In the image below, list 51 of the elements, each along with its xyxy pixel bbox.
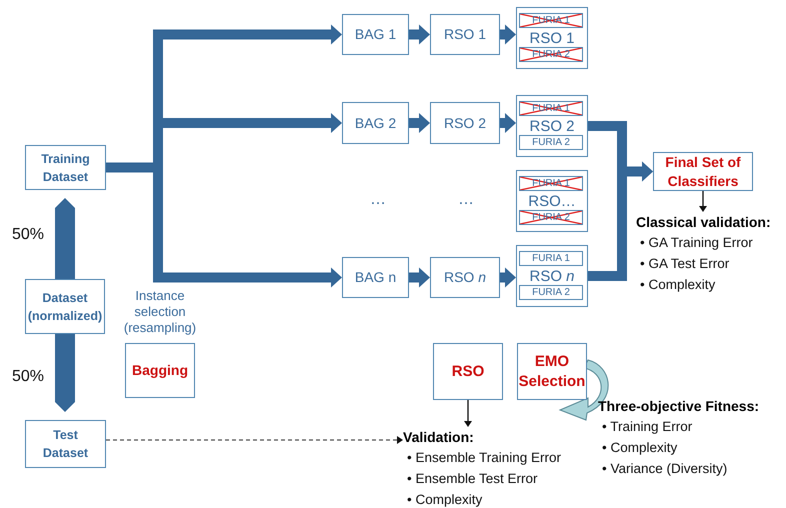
bullet-item: • Ensemble Training Error: [406, 449, 562, 467]
classifier-group-box: [516, 95, 588, 157]
arrow: [409, 24, 430, 44]
arrow: [464, 400, 472, 427]
bullet-item: • Variance (Diversity): [601, 460, 728, 478]
ellipsis-text: …: [370, 192, 386, 208]
arrow: [500, 24, 516, 44]
rule-base-box: FURIA 2: [519, 285, 583, 300]
method-box: Final Set of Classifiers: [653, 152, 753, 191]
arrow: [500, 268, 516, 288]
bullet-item: • Complexity: [639, 276, 716, 294]
method-box: EMO Selection: [517, 343, 587, 400]
arrow: [106, 436, 403, 444]
annotation-text: Instance selection (resampling): [122, 288, 198, 336]
list-heading: Validation:: [403, 428, 475, 447]
classifier-label: RSO n: [529, 268, 575, 284]
process-box: RSO 1: [430, 14, 500, 55]
dataset-box: Dataset (normalized): [25, 279, 105, 334]
classifier-group-box: [516, 245, 588, 307]
bullet-item: • Ensemble Test Error: [406, 470, 539, 488]
dataset-box: Test Dataset: [25, 420, 106, 468]
rule-base-box: FURIA 1: [519, 251, 583, 266]
bullet-item: • GA Training Error: [639, 234, 754, 252]
arrow: [55, 198, 75, 279]
classifier-label: RSO 2: [529, 118, 574, 134]
arrow: [500, 113, 516, 133]
arrow: [409, 113, 430, 133]
bullet-item: • Complexity: [406, 491, 484, 508]
arrow: [699, 191, 707, 212]
method-box: Bagging: [125, 343, 195, 398]
edge-label: 50%: [12, 226, 44, 242]
arrow: [55, 334, 75, 412]
classifier-label: RSO…: [528, 194, 576, 208]
method-box: RSO: [433, 343, 503, 400]
list-heading: Three-objective Fitness:: [598, 397, 760, 416]
process-box: BAG 2: [342, 102, 409, 144]
bullet-item: • Training Error: [601, 418, 694, 436]
list-heading: Classical validation:: [636, 213, 772, 232]
arrow: [409, 268, 430, 288]
classifier-group-box: [516, 170, 588, 232]
process-box: RSO n: [430, 257, 500, 298]
ellipsis-text: …: [458, 192, 474, 208]
classifier-label: RSO 1: [529, 30, 574, 46]
bullet-item: • Complexity: [601, 439, 678, 457]
rule-base-box: FURIA 2: [519, 135, 583, 150]
process-box: BAG 1: [342, 14, 409, 55]
dataset-box: Training Dataset: [25, 145, 106, 190]
classifier-group-box: [516, 7, 588, 69]
process-box: BAG n: [342, 257, 409, 298]
bullet-item: • GA Test Error: [639, 255, 730, 273]
process-box: RSO 2: [430, 102, 500, 144]
